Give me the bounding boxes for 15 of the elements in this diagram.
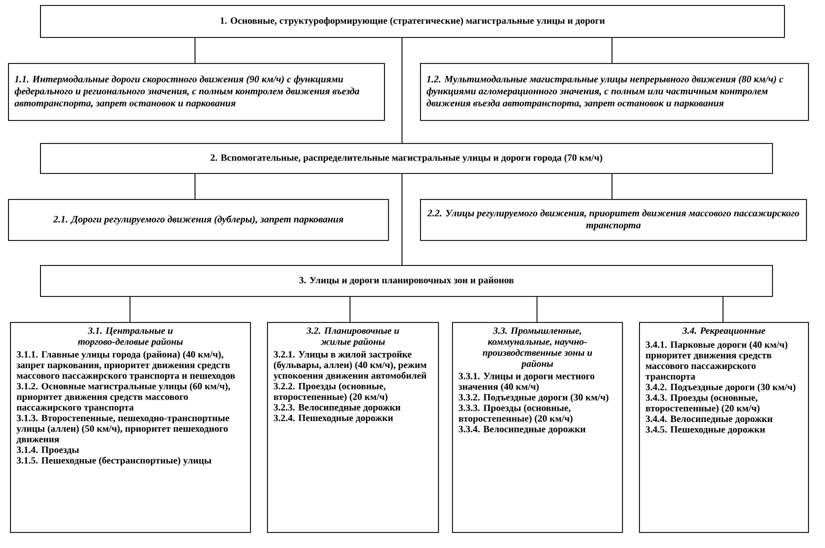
connector-line bbox=[536, 296, 538, 322]
subcategory-box: 1.1. Интермодальные дороги скоростного движения (90 км/ч) с функциями федерального и регионального значения, с полным контролем движения въезда автотранспорта, запрет остановок и паркования bbox=[8, 63, 385, 121]
category-box: 3. Улицы и дороги планировочных зон и районов bbox=[40, 265, 773, 297]
category-box: 2. Вспомогательные, распределительные магистральные улицы и дороги города (70 км/ч) bbox=[40, 143, 773, 174]
subcategory-box: 2.1. Дороги регулируемого движения (дублеры), запрет паркования bbox=[8, 199, 389, 241]
connector-line bbox=[722, 296, 724, 322]
street-type-box: 3.3. Промышленные, коммунальные, научно-производственные зоны и районы 3.3.1. Улицы и дороги местного значения (40 км/ч) 3.3.2. Подъездные дороги (30 км/ч) 3.3.3. Проезды (основные, второстепенные) (20 км/ч) 3.3.4. Велосипедные дорожки bbox=[452, 322, 623, 533]
category-box: 1. Основные, структуроформирующие (стратегические) магистральные улицы и дороги bbox=[40, 5, 785, 38]
connector-line bbox=[194, 173, 196, 200]
street-type-box: 3.4. Рекреационные 3.4.1. Парковые дороги (40 км/ч) приоритет движения средств массового пассажирского транспорта 3.4.2. Подъездные дороги (30 км/ч) 3.4.3. Проезды (основные, второстепенные) (20 км/ч) 3.4.4. Велосипедные дорожки 3.4.5. Пешеходные дорожки bbox=[639, 322, 809, 533]
subcategory-box: 1.2. Мультимодальные магистральные улицы непрерывного движения (80 км/ч) с функциями агломерационного значения, с полным или частичным контролем движения въезда автотранспорта, запрет остановок и паркования bbox=[420, 63, 809, 121]
street-type-box: 3.2. Планировочные и жилые районы 3.2.1. Улицы в жилой застройке (бульвары, аллеи) (40 км/ч), режим успокоения движения автомобилей 3.2.2. Проезды (основные, второстепенные) (20 км/ч) 3.2.3. Велосипедные дорожки 3.2.4. Пешеходные дорожки bbox=[267, 322, 439, 533]
street-type-box: 3.1. Центральные и торгово-деловые районы 3.1.1. Главные улицы города (района) (40 км/ч), запрет паркования, приоритет движения средств массового пассажирского транспорта и пешеходов 3.1.2. Основные магистральные улицы (60 км/ч), приоритет движения средств массового пассажирского транспорта 3.1.3. Второстепенные, пешеходно-транспортные улицы (аллеи) (50 км/ч), приоритет пешеходного движения 3.1.4. Проезды 3.1.5. Пешеходные (бестранспортные) улицы bbox=[10, 322, 251, 533]
subcategory-box: 2.2. Улицы регулируемого движения, приоритет движения массового пассажирского транспорта bbox=[420, 199, 807, 241]
connector-line bbox=[194, 37, 196, 64]
